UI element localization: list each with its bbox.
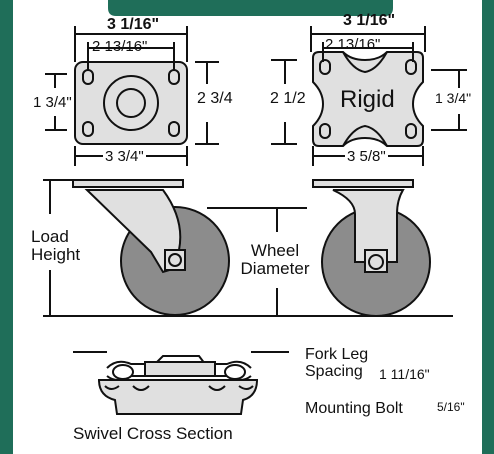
rigid-width-inner-label: 2 13/16" (325, 36, 381, 53)
swivel-height-inner-label: 2 3/4 (197, 90, 233, 107)
load-height-label: Load Height (31, 228, 87, 264)
height-dimension-lines (43, 179, 453, 317)
fork-leg-spacing-label: Fork Leg Spacing (305, 346, 369, 380)
swivel-cross-section (73, 351, 289, 415)
mounting-bolt-value: 5/16" (437, 400, 465, 414)
swivel-width-inner-label: 2 13/16" (92, 38, 148, 55)
cross-section-caption: Swivel Cross Section (73, 424, 233, 443)
swivel-bottom-width-label: 3 3/4" (103, 148, 146, 165)
rigid-bottom-width-label: 3 5/8" (345, 148, 388, 165)
swivel-width-outer-label: 3 1/16" (107, 16, 160, 33)
rigid-side-view (312, 179, 431, 317)
rigid-height-inner-label: 1 3/4" (435, 90, 472, 106)
rigid-dimension-lines (271, 26, 467, 166)
swivel-dimension-lines (45, 26, 219, 166)
wheel-diameter-label: Wheel Diameter (231, 242, 319, 278)
swivel-height-outer-label: 1 3/4" (33, 94, 72, 111)
swivel-side-view (72, 179, 230, 316)
diagram-panel: 3 1/16" 2 13/16" 1 3/4" 2 3/4 3 3/4" 3 1… (13, 0, 482, 454)
caster-drawing (43, 0, 467, 415)
mounting-bolt-label: Mounting Bolt (305, 400, 403, 417)
swivel-top-plate (74, 61, 188, 145)
rigid-width-outer-label: 3 1/16" (343, 12, 396, 29)
top-banner (108, 0, 393, 16)
rigid-height-outer-label: 2 1/2 (270, 90, 306, 107)
fork-leg-spacing-value: 1 11/16" (379, 366, 430, 382)
rigid-top-plate (312, 51, 424, 147)
rigid-plate-label: Rigid (340, 86, 395, 113)
